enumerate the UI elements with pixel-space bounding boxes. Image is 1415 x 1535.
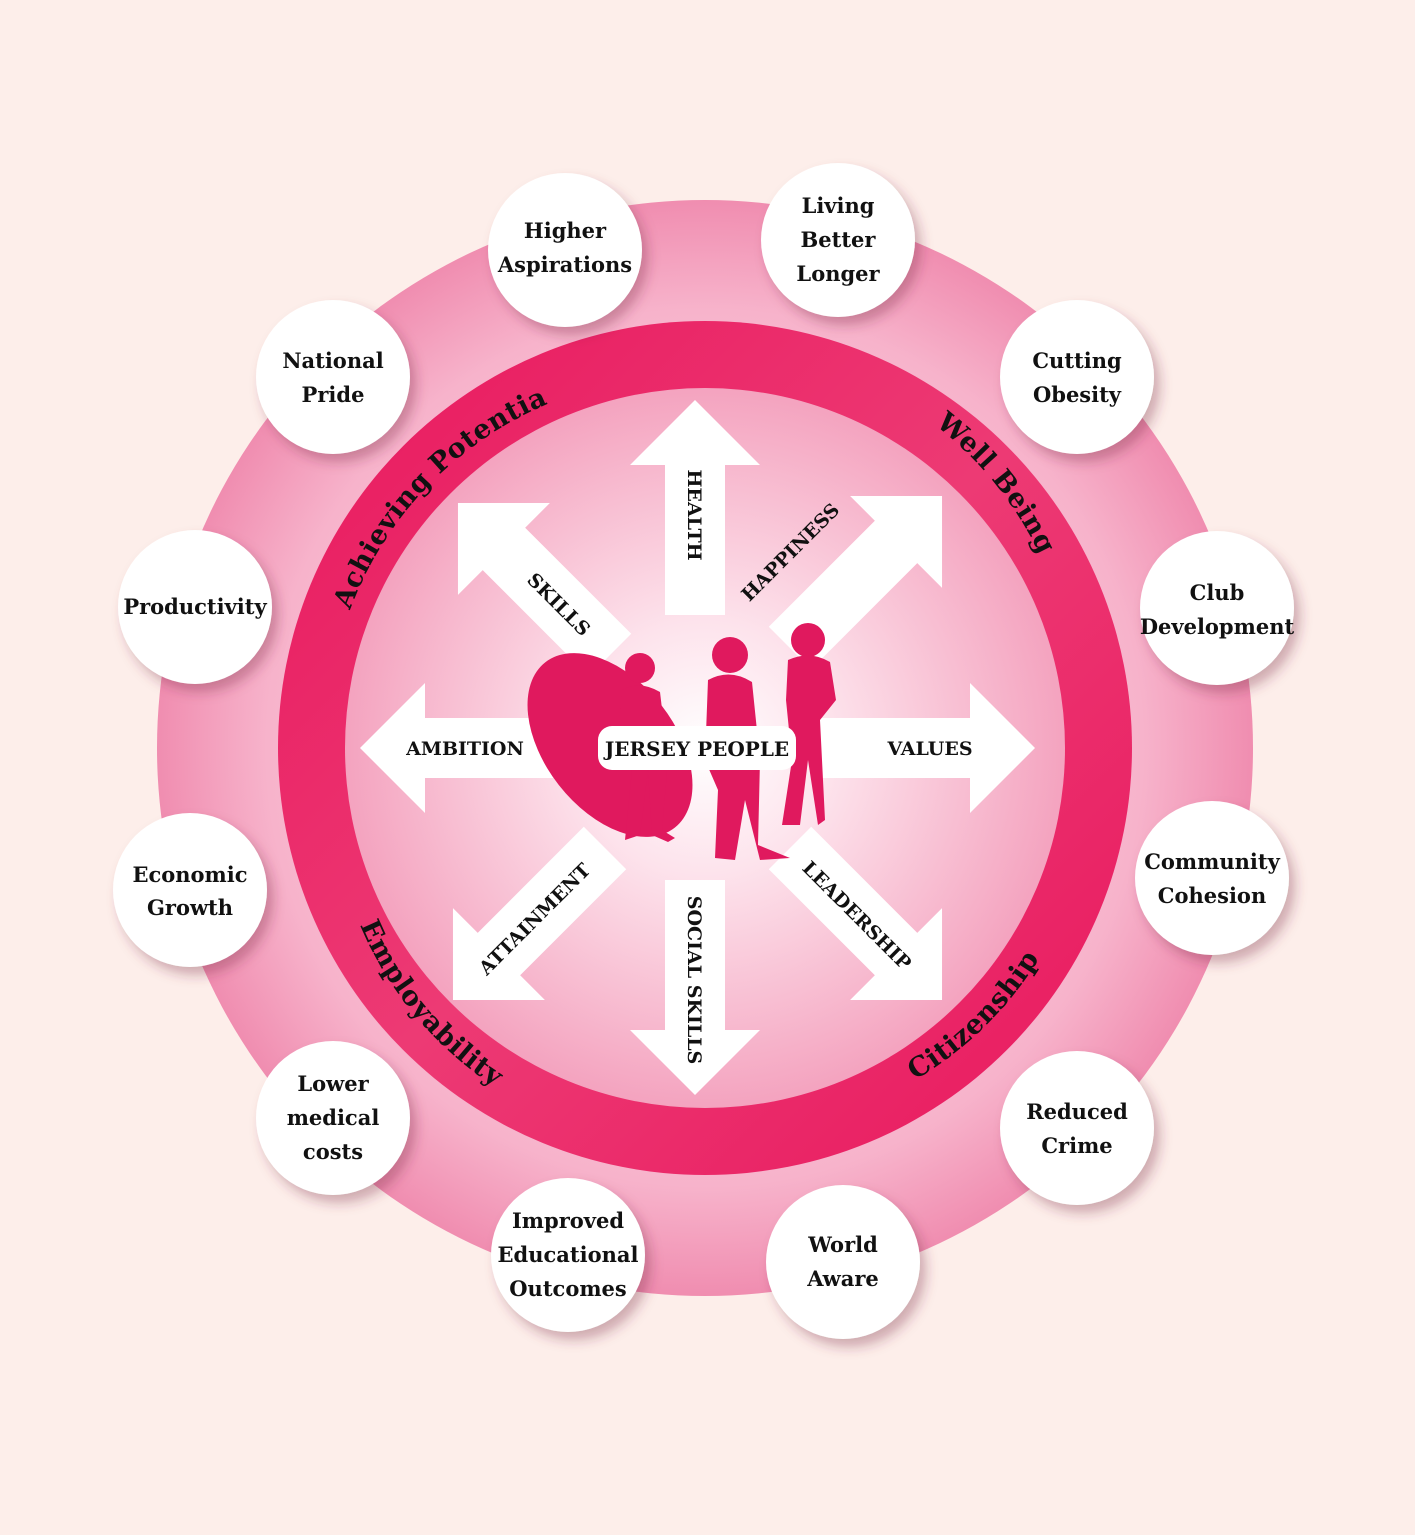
- arrow-label-health: HEALTH: [683, 469, 705, 560]
- outcome-cutting-obesity: [1000, 300, 1154, 454]
- outcome-higher-aspirations: [488, 173, 642, 327]
- outcome-community-cohesion: [1135, 801, 1289, 955]
- outcome-world-aware: [766, 1185, 920, 1339]
- outcome-economic-growth: [113, 813, 267, 967]
- arrow-label-ambition: AMBITION: [405, 738, 524, 760]
- center-label: JERSEY PEOPLE: [603, 737, 789, 761]
- arrow-label-values: VALUES: [886, 738, 972, 760]
- outcome-living-better-longer: [761, 163, 915, 317]
- arrow-values: VALUES: [820, 683, 1035, 813]
- arrow-health: HEALTH: [630, 400, 760, 615]
- outcome-lower-medical-costs: [256, 1041, 410, 1195]
- arrow-label-social-skills: SOCIAL SKILLS: [683, 896, 705, 1065]
- arrow-social-skills: SOCIAL SKILLS: [630, 880, 760, 1095]
- outcome-reduced-crime: [1000, 1051, 1154, 1205]
- center-label-box: [598, 726, 796, 770]
- outcome-club-development: [1140, 531, 1294, 685]
- arrow-ambition: AMBITION: [360, 683, 575, 813]
- outcome-improved-educational-outcomes: [491, 1178, 645, 1332]
- svg-text:Productivity: Productivity: [123, 594, 267, 619]
- outcome-national-pride: [256, 300, 410, 454]
- outcome-productivity: [118, 530, 272, 684]
